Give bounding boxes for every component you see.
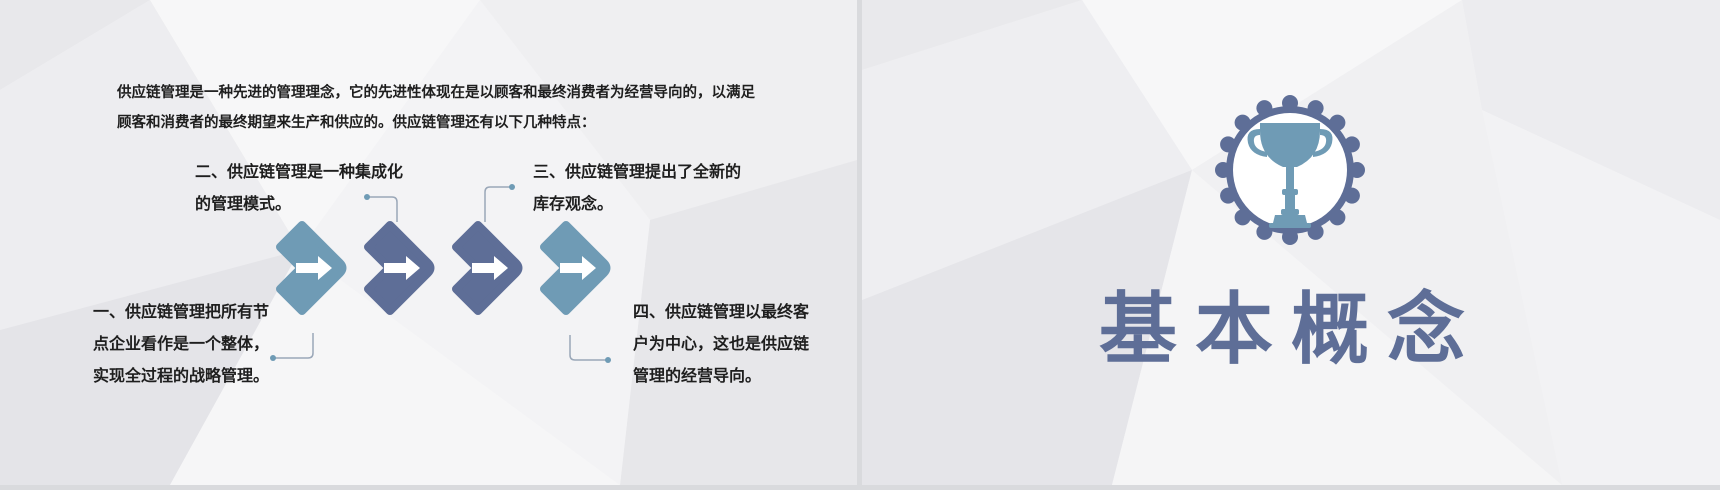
connector-line-four — [569, 335, 608, 361]
page-title: 基本概念 — [1098, 285, 1483, 375]
connector-line-one — [273, 333, 314, 359]
point-three-text: 三、供应链管理提出了全新的库存观念。 — [533, 162, 742, 213]
arrow-right-icon-2 — [384, 256, 420, 280]
background-facets — [862, 0, 1720, 485]
slide-left: 供应链管理是一种先进的管理理念，它的先进性体现在是以顾客和最终消费者为经营导向的… — [0, 0, 857, 485]
connector-dot-three — [509, 184, 515, 190]
chevron-4 — [540, 221, 611, 315]
connector-line-two — [367, 196, 398, 222]
arrow-right-icon-3 — [472, 256, 508, 280]
connector-dot-two — [364, 194, 370, 200]
connector-dot-four — [605, 357, 611, 363]
intro-paragraph: 供应链管理是一种先进的管理理念，它的先进性体现在是以顾客和最终消费者为经营导向的… — [117, 85, 755, 131]
chevron-2 — [364, 221, 435, 315]
connector-dot-one — [270, 355, 276, 361]
connector-line-three — [484, 186, 512, 222]
point-four-text: 四、供应链管理以最终客户为中心，这也是供应链管理的经营导向。 — [633, 302, 810, 385]
chevron-1 — [276, 221, 347, 315]
chevron-3 — [452, 221, 523, 315]
process-arrows — [270, 184, 611, 363]
point-one-text: 一、供应链管理把所有节点企业看作是一个整体，实现全过程的战略管理。 — [93, 302, 270, 385]
arrow-right-icon-4 — [560, 256, 596, 280]
trophy-icon — [1215, 95, 1365, 245]
arrow-right-icon-1 — [296, 256, 332, 280]
point-two-text: 二、供应链管理是一种集成化的管理模式。 — [195, 162, 404, 213]
